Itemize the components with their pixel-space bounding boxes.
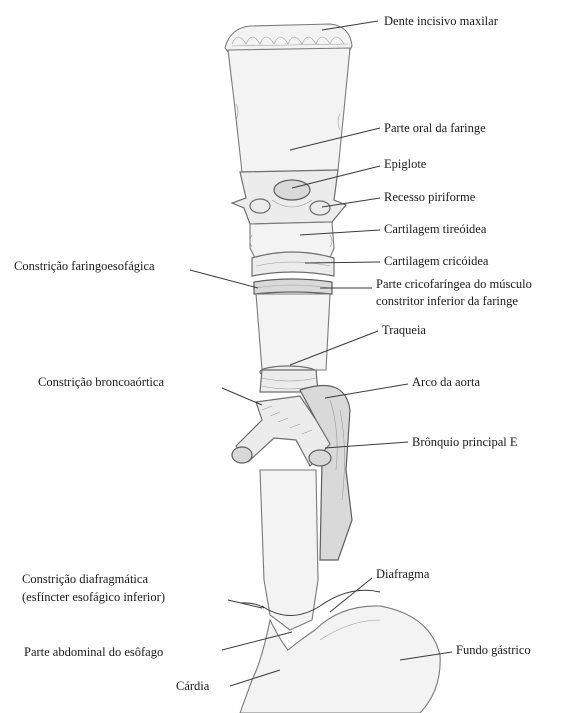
label-parte-cricofaringea-line2: constritor inferior da faringe: [376, 294, 518, 308]
label-dente-incisivo-maxilar: Dente incisivo maxilar: [384, 14, 499, 28]
label-bronquio-principal: Brônquio principal E: [412, 435, 518, 449]
laryngeal-inlet: [232, 170, 346, 224]
label-recesso-piriforme: Recesso piriforme: [384, 190, 476, 204]
label-epiglote: Epiglote: [384, 157, 427, 171]
label-constricao-faringoesofagica: Constrição faringoesofágica: [14, 259, 155, 273]
label-constricao-broncoaortica: Constrição broncoaórtica: [38, 375, 164, 389]
label-cartilagem-cricoidea: Cartilagem cricóidea: [384, 254, 489, 268]
lower-esophagus: [260, 470, 318, 630]
label-fundo-gastrico: Fundo gástrico: [456, 643, 531, 657]
thoracic-esophagus: [256, 294, 330, 378]
label-constricao-diafragmatica-line2: (esfíncter esofágico inferior): [22, 590, 165, 604]
oral-pharynx: [228, 48, 350, 172]
label-diafragma: Diafragma: [376, 567, 430, 581]
cricoid-cartilage: [252, 252, 334, 276]
label-cartilagem-tireoidea: Cartilagem tireóidea: [384, 222, 487, 236]
label-cardia: Cárdia: [176, 679, 210, 693]
stomach: [240, 606, 440, 713]
label-arco-aorta: Arco da aorta: [412, 375, 480, 389]
label-traqueia: Traqueia: [382, 323, 426, 337]
label-parte-oral-faringe: Parte oral da faringe: [384, 121, 486, 135]
label-parte-abdominal-esofago: Parte abdominal do esôfago: [24, 645, 163, 659]
label-constricao-diafragmatica-line1: Constrição diafragmática: [22, 572, 148, 586]
pharyngoesophageal-constriction: [254, 279, 332, 294]
label-parte-cricofaringea-line1: Parte cricofaríngea do músculo: [376, 277, 532, 291]
